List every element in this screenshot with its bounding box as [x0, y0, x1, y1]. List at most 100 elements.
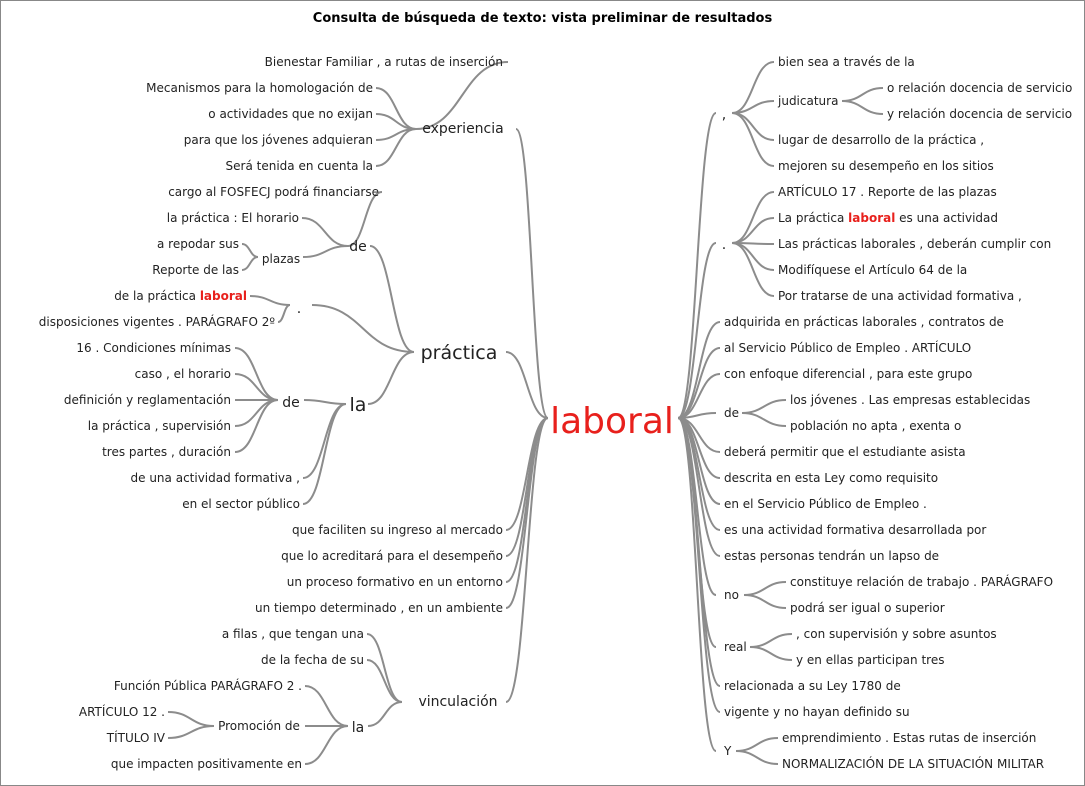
node-dot[interactable]: .	[297, 301, 301, 317]
leaf-text[interactable]: los jóvenes . Las empresas establecidas	[790, 393, 1030, 407]
tree-edge	[677, 417, 721, 713]
leaf-text[interactable]: mejoren su desempeño en los sitios	[778, 159, 994, 173]
node-y[interactable]: Y	[723, 744, 732, 758]
page-title: Consulta de búsqueda de texto: vista pre…	[312, 11, 773, 26]
leaf-text[interactable]: un proceso formativo en un entorno	[287, 575, 503, 589]
leaf-text[interactable]: con enfoque diferencial , para este grup…	[724, 367, 972, 381]
branch-vinculacion[interactable]: vinculación	[418, 694, 497, 710]
tree-edge	[304, 685, 349, 727]
leaf-text[interactable]: deberá permitir que el estudiante asista	[724, 445, 966, 459]
tree-edge	[347, 191, 383, 247]
leaf-text[interactable]: emprendimiento . Estas rutas de inserció…	[782, 731, 1036, 745]
leaf-text[interactable]: disposiciones vigentes . PARÁGRAFO 2º	[39, 314, 276, 329]
leaf-text[interactable]: de la fecha de su	[261, 653, 364, 667]
tree-edge	[241, 256, 259, 271]
tree-edge	[677, 373, 721, 419]
node-comma[interactable]: ,	[722, 107, 726, 123]
leaf-text[interactable]: Función Pública PARÁGRAFO 2 .	[114, 678, 302, 693]
leaf-text[interactable]: en el sector público	[182, 497, 300, 511]
leaf-text[interactable]: o actividades que no exijan	[208, 107, 373, 121]
leaf-text[interactable]: ARTÍCULO 12 .	[79, 704, 165, 719]
leaf-text[interactable]: un tiempo determinado , en un ambiente	[255, 601, 503, 615]
leaf-text[interactable]: y relación docencia de servicio	[887, 107, 1072, 121]
leaf-text[interactable]: al Servicio Público de Empleo . ARTÍCULO	[724, 340, 971, 355]
center-word[interactable]: laboral	[550, 401, 674, 442]
leaf-text[interactable]: y en ellas participan tres	[796, 653, 944, 667]
leaf-text[interactable]: de una actividad formativa ,	[131, 471, 300, 485]
leaf-text[interactable]: para que los jóvenes adquieran	[184, 133, 373, 147]
node-real[interactable]: real	[724, 640, 747, 654]
leaf-text[interactable]: a filas , que tengan una	[222, 627, 364, 641]
tree-labels: laboral experiencia Bienestar Familiar ,…	[39, 55, 1073, 771]
tree-edge	[731, 242, 775, 297]
leaf-text[interactable]: caso , el horario	[135, 367, 231, 381]
node-la[interactable]: la	[350, 394, 367, 416]
leaf-text[interactable]: a repodar sus	[157, 237, 239, 251]
tree-edge	[167, 725, 215, 739]
leaf-text[interactable]: Mecanismos para la homologación de	[146, 81, 373, 95]
tree-edge	[302, 403, 347, 505]
leaf-text[interactable]: cargo al FOSFECJ podrá financiarse	[168, 185, 379, 199]
node-dot[interactable]: .	[722, 237, 726, 253]
leaf-text[interactable]: ARTÍCULO 17 . Reporte de las plazas	[778, 184, 997, 199]
node-de[interactable]: de	[724, 406, 739, 420]
leaf-text[interactable]: la práctica : El horario	[167, 211, 299, 225]
tree-edge	[731, 191, 775, 244]
leaf-text[interactable]: relacionada a su Ley 1780 de	[724, 679, 901, 693]
tree-edge	[167, 711, 215, 727]
tree-edge	[841, 87, 884, 102]
tree-edge	[743, 594, 787, 609]
leaf-text[interactable]: TÍTULO IV	[106, 730, 166, 745]
leaf-text[interactable]: Bienestar Familiar , a rutas de inserció…	[265, 55, 503, 69]
leaf-text[interactable]: Será tenida en cuenta la	[226, 159, 373, 173]
leaf-text[interactable]: que lo acreditará para el desempeño	[281, 549, 503, 563]
tree-edge	[366, 659, 403, 703]
tree-edge	[234, 399, 279, 453]
leaf-text-highlighted[interactable]: La práctica laboral es una actividad	[778, 211, 998, 225]
leaf-text[interactable]: adquirida en prácticas laborales , contr…	[724, 315, 1004, 329]
leaf-text[interactable]: definición y reglamentación	[64, 393, 231, 407]
leaf-text[interactable]: estas personas tendrán un lapso de	[724, 549, 939, 563]
leaf-text[interactable]: que faciliten su ingreso al mercado	[292, 523, 503, 537]
leaf-text[interactable]: , con supervisión y sobre asuntos	[796, 627, 997, 641]
leaf-text[interactable]: tres partes , duración	[102, 445, 231, 459]
leaf-text[interactable]: 16 . Condiciones mínimas	[76, 341, 231, 355]
leaf-text[interactable]: vigente y no hayan definido su	[724, 705, 910, 719]
node-promocion-de[interactable]: Promoción de	[218, 719, 300, 733]
leaf-text[interactable]: constituye relación de trabajo . PARÁGRA…	[790, 574, 1053, 589]
tree-edge	[375, 87, 417, 130]
leaf-text[interactable]: Modifíquese el Artículo 64 de la	[778, 263, 967, 277]
leaf-text[interactable]: Reporte de las	[152, 263, 239, 277]
tree-edge	[731, 112, 775, 141]
branch-practica[interactable]: práctica	[421, 342, 498, 364]
tree-edge	[731, 217, 775, 244]
node-la[interactable]: la	[352, 720, 364, 736]
leaf-text[interactable]: es una actividad formativa desarrollada …	[724, 523, 986, 537]
tree-edge	[415, 61, 509, 130]
tree-edge	[677, 242, 717, 419]
leaf-text[interactable]: Por tratarse de una actividad formativa …	[778, 289, 1022, 303]
leaf-text[interactable]: o relación docencia de servicio	[887, 81, 1072, 95]
node-plazas[interactable]: plazas	[262, 252, 300, 266]
leaf-text[interactable]: en el Servicio Público de Empleo .	[724, 497, 927, 511]
tree-edge	[369, 245, 415, 353]
leaf-text[interactable]: podrá ser igual o superior	[790, 601, 945, 615]
tree-edge	[515, 128, 549, 419]
leaf-text[interactable]: población no apta , exenta o	[790, 419, 961, 433]
tree-edge	[841, 100, 884, 115]
leaf-text[interactable]: lugar de desarrollo de la práctica ,	[778, 133, 984, 147]
leaf-text-highlighted[interactable]: de la práctica laboral	[114, 289, 247, 303]
node-judicatura[interactable]: judicatura	[777, 94, 838, 108]
branch-experiencia[interactable]: experiencia	[422, 121, 503, 137]
node-de[interactable]: de	[349, 239, 367, 255]
tree-edge	[731, 112, 775, 167]
tree-edge	[505, 351, 549, 419]
leaf-text[interactable]: que impacten positivamente en	[111, 757, 302, 771]
leaf-text[interactable]: bien sea a través de la	[778, 55, 915, 69]
node-de[interactable]: de	[282, 395, 300, 411]
leaf-text[interactable]: NORMALIZACIÓN DE LA SITUACIÓN MILITAR	[782, 756, 1044, 771]
node-no[interactable]: no	[724, 588, 739, 602]
leaf-text[interactable]: Las prácticas laborales , deberán cumpli…	[778, 237, 1051, 251]
leaf-text[interactable]: la práctica , supervisión	[88, 419, 231, 433]
leaf-text[interactable]: descrita en esta Ley como requisito	[724, 471, 938, 485]
